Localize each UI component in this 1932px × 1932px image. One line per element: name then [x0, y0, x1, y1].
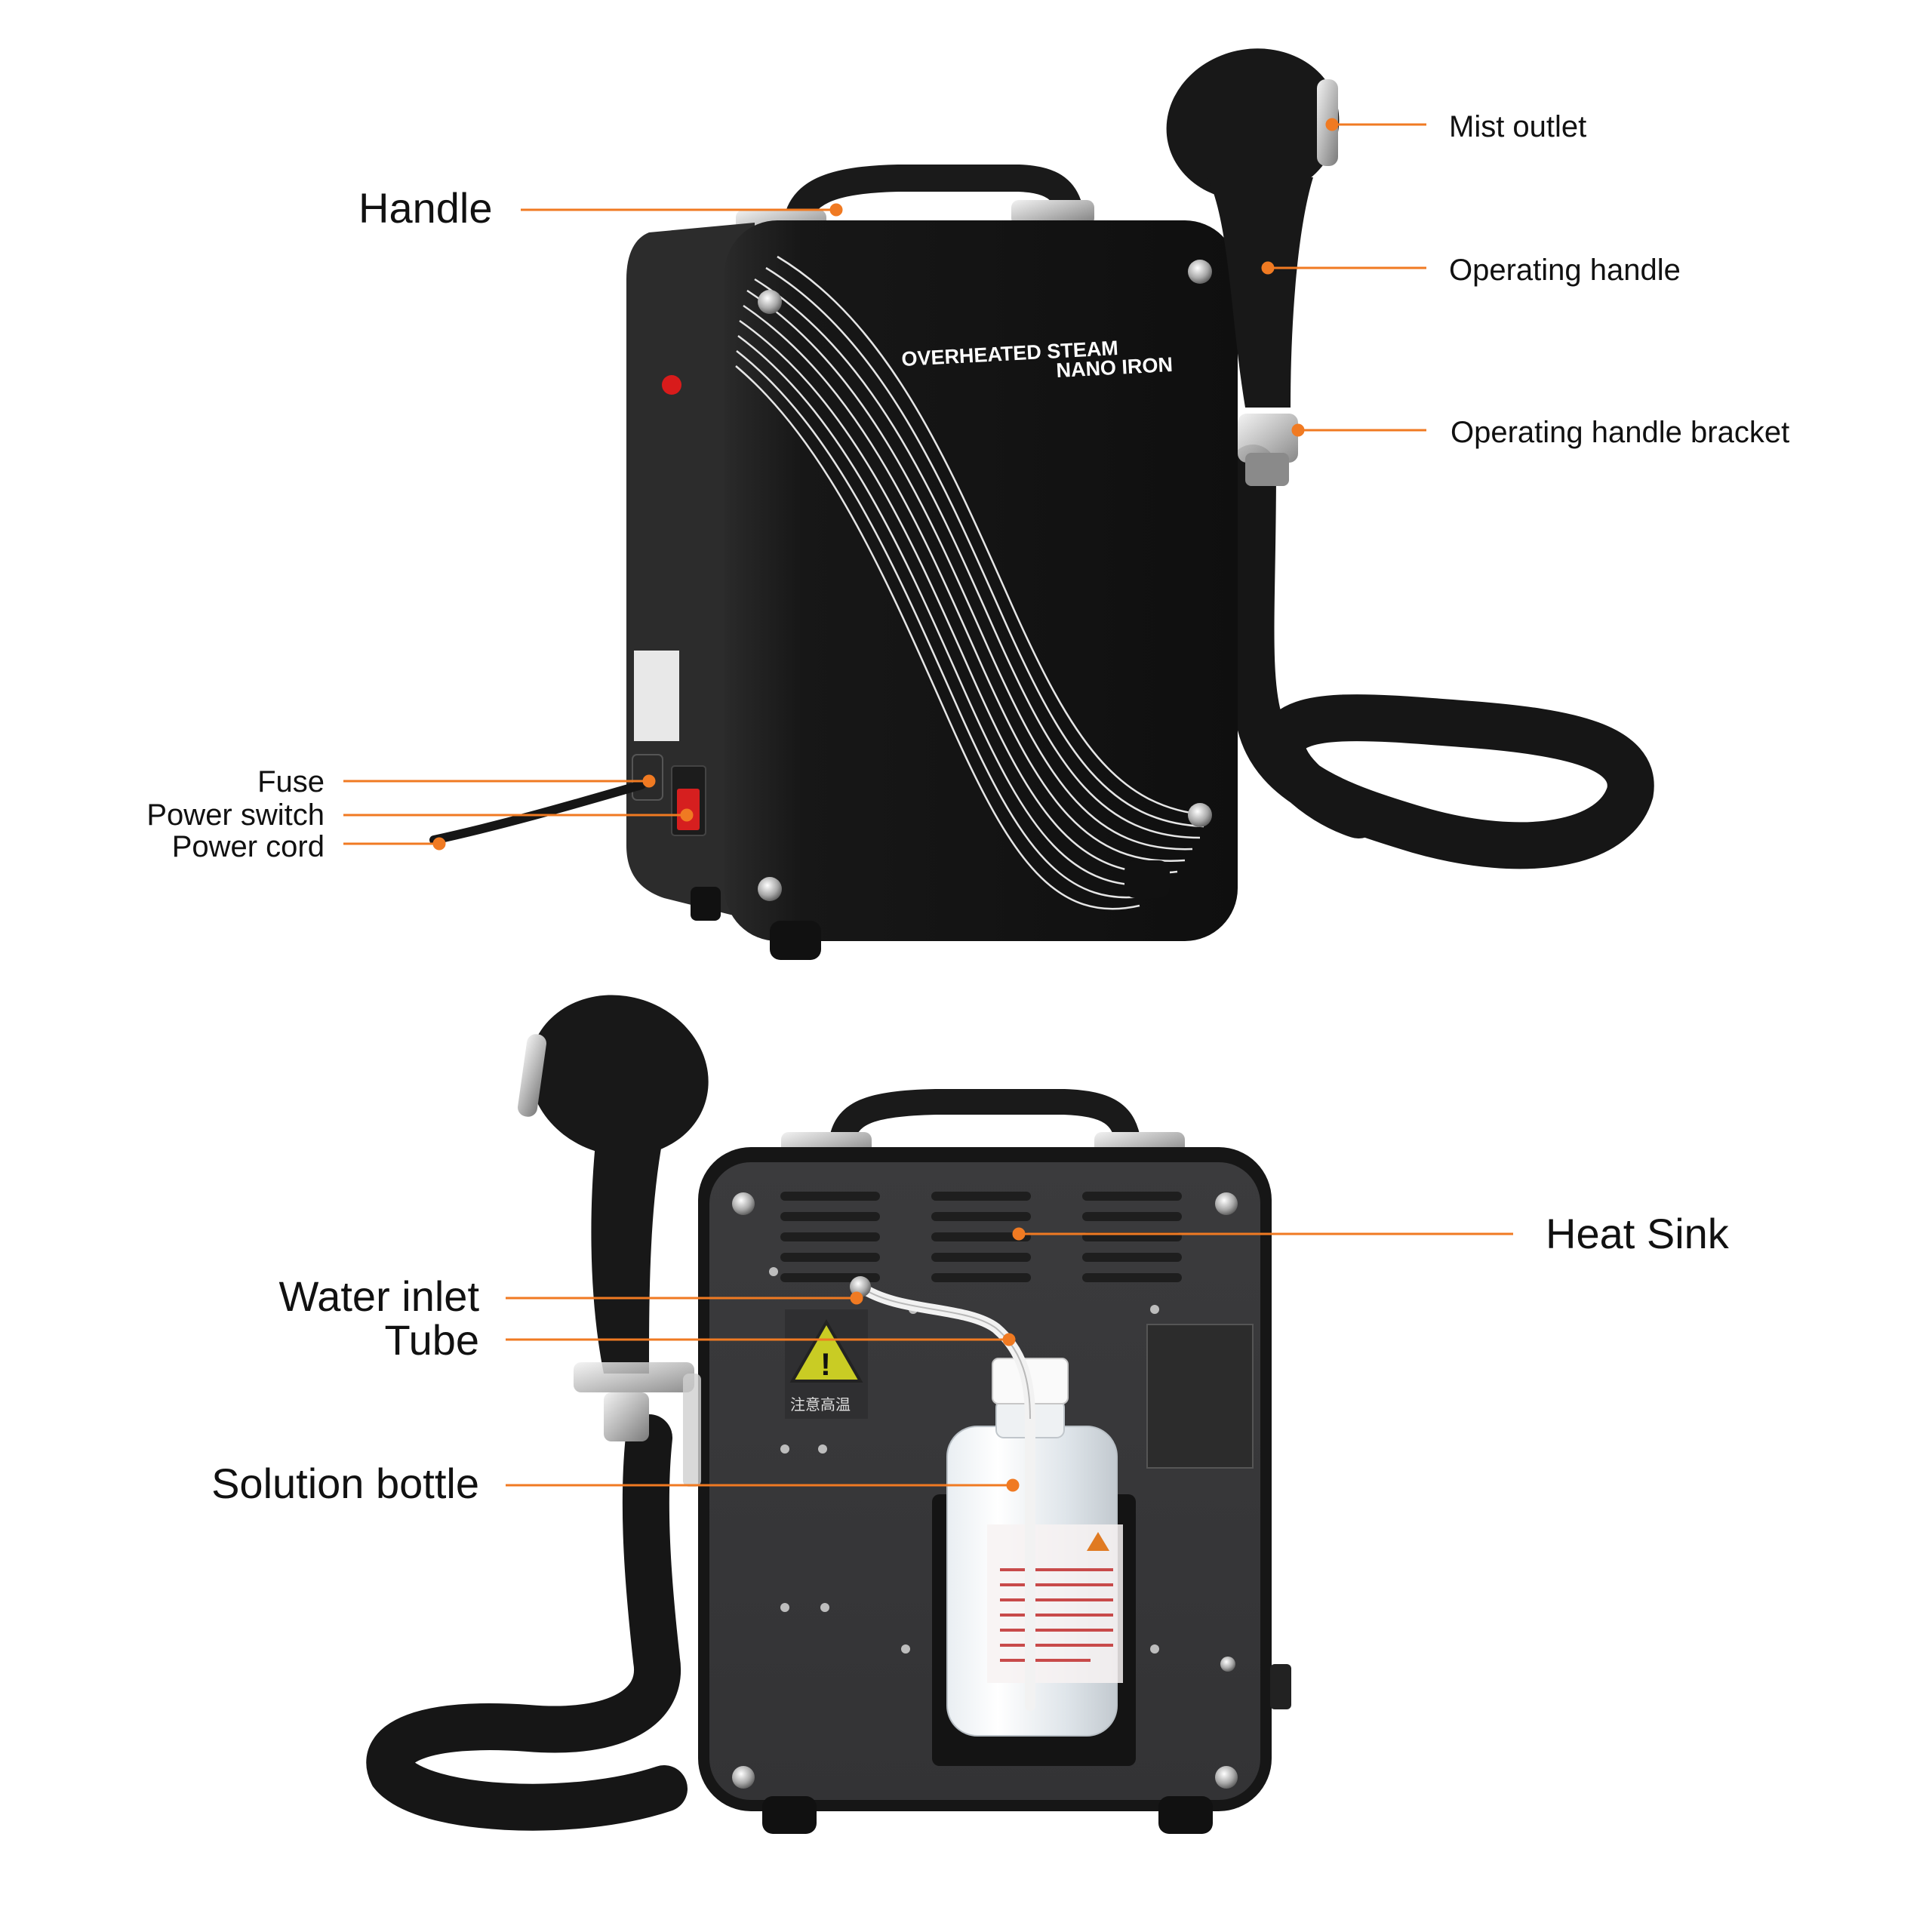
foot — [1124, 860, 1170, 898]
back-operating-handle-head — [529, 995, 709, 1156]
side-connector — [1270, 1664, 1291, 1709]
screw — [732, 1192, 755, 1215]
screw — [1188, 260, 1212, 284]
rating-label — [1146, 1324, 1254, 1469]
label-text-lines — [1000, 1568, 1113, 1662]
callout-fuse: Fuse — [257, 765, 325, 798]
screw — [1215, 1766, 1238, 1789]
callout-power-cord: Power cord — [171, 830, 325, 863]
screw — [1188, 803, 1212, 827]
spec-sticker — [634, 651, 679, 741]
screw — [758, 290, 782, 314]
power-cord-line — [429, 780, 646, 844]
back-handle-bracket — [574, 1362, 694, 1392]
screw — [758, 877, 782, 901]
front-side-panel — [626, 223, 755, 921]
front-view-device: OVERHEATED STEAM NANO IRON — [429, 48, 1654, 960]
warning-icon-glyph: ! — [820, 1346, 831, 1382]
back-mist-outlet-plate — [518, 1034, 546, 1117]
callout-solution-bottle: Solution bottle — [211, 1460, 479, 1507]
screw — [1215, 1192, 1238, 1215]
water-tube-edge — [860, 1286, 1031, 1420]
front-handle-mount-right — [1011, 200, 1094, 226]
label-warning-icon — [1087, 1532, 1109, 1551]
foot — [762, 1796, 817, 1834]
leader-lines — [343, 118, 1513, 1492]
back-bracket-arm — [683, 1374, 701, 1487]
callout-heat-sink: Heat Sink — [1546, 1210, 1729, 1257]
back-carry-handle — [829, 1089, 1141, 1156]
screw — [1220, 1657, 1235, 1672]
front-panel — [724, 220, 1238, 941]
callout-power-switch: Power switch — [146, 798, 325, 832]
operating-handle-grip — [1208, 177, 1313, 408]
warning-sticker-text: 注意高温 — [790, 1395, 851, 1414]
back-operating-handle-grip — [591, 1132, 664, 1374]
back-view-device: ! 注意高温 — [366, 995, 1291, 1834]
operating-handle-head — [1166, 48, 1340, 201]
callout-tube: Tube — [384, 1316, 479, 1364]
bracket-ring — [1245, 453, 1289, 486]
indicator-light — [662, 375, 681, 395]
back-hose — [366, 1414, 688, 1831]
heat-sink-vents — [780, 1192, 1182, 1282]
decorative-lines — [735, 255, 1208, 910]
callout-operating-handle-bracket: Operating handle bracket — [1451, 416, 1790, 449]
warning-triangle-icon — [789, 1318, 863, 1383]
callout-water-inlet: Water inlet — [278, 1272, 479, 1320]
screw — [732, 1766, 755, 1789]
callout-handle: Handle — [358, 184, 493, 232]
front-hose — [1227, 445, 1654, 869]
operating-handle-bracket — [1238, 414, 1298, 463]
back-handle-bracket-ring — [604, 1392, 649, 1441]
callout-mist-outlet: Mist outlet — [1449, 110, 1587, 143]
foot — [691, 887, 721, 921]
foot — [1158, 1796, 1213, 1834]
front-carry-handle — [783, 165, 1085, 240]
callout-operating-handle: Operating handle — [1449, 254, 1681, 287]
foot — [770, 921, 821, 960]
